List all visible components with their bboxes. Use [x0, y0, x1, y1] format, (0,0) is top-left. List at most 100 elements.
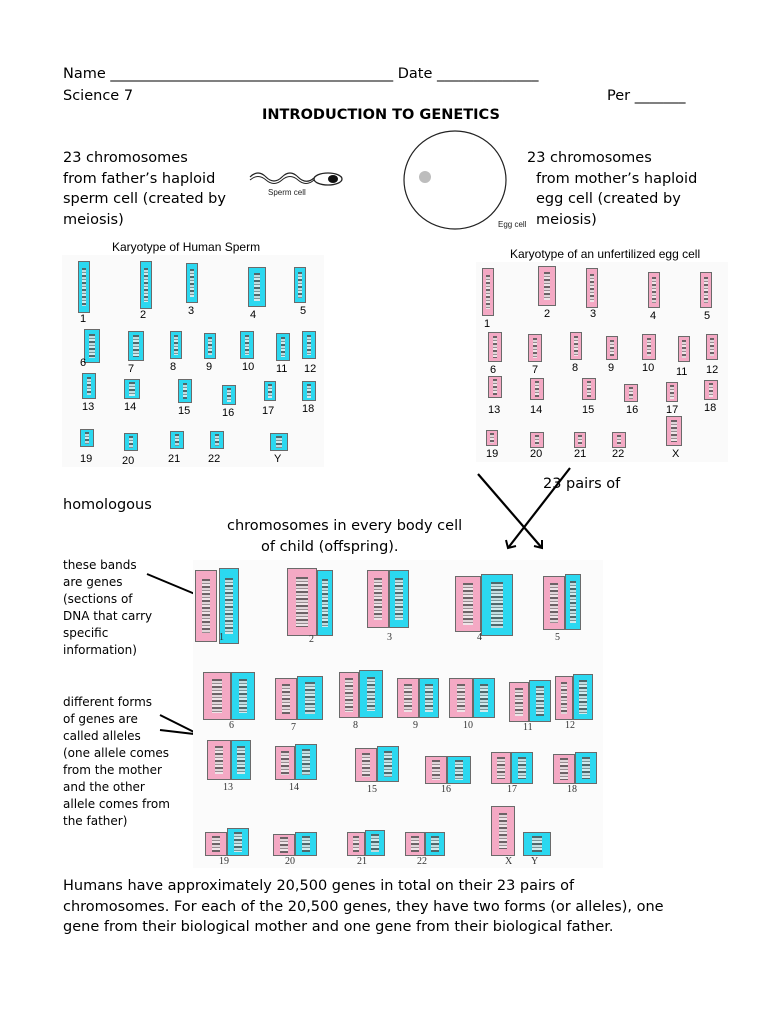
chromosome: [574, 432, 586, 448]
chromosome: [302, 381, 316, 401]
chromosome: [294, 267, 306, 303]
chromosome-paternal: [573, 674, 593, 720]
chromosome-maternal: [287, 568, 317, 636]
chromosome-paternal: [295, 744, 317, 780]
chromosome: [84, 329, 100, 363]
chromosome-label: 18: [302, 403, 315, 415]
chromosome-label: X: [672, 448, 680, 460]
text-line: different forms: [63, 695, 153, 709]
chromosome-paternal: [389, 570, 409, 628]
chromosome-label: 7: [128, 363, 135, 375]
chromosome: [704, 380, 718, 400]
chromosome-paternal: [297, 676, 323, 720]
chromosome: [706, 334, 718, 360]
pairs-text-part2: homologous: [63, 497, 152, 513]
chromosome-label: 15: [178, 405, 191, 417]
chromosome: [276, 333, 290, 361]
chromosome: [666, 382, 678, 402]
chromosome-label: Y: [274, 453, 282, 465]
chromosome-maternal: [543, 576, 565, 630]
chromosome-label: 13: [82, 401, 95, 413]
crossing-arrows-icon: [477, 467, 571, 550]
chromosome: [78, 261, 90, 313]
text-line: (one allele comes: [63, 746, 170, 760]
egg-cell-caption: Egg cell: [498, 220, 527, 229]
chromosome: [482, 268, 494, 316]
chromosome-maternal: [367, 570, 389, 628]
chromosome-label: 8: [572, 362, 579, 374]
chromosome-paternal: [481, 574, 513, 636]
chromosome-label: 2: [140, 309, 147, 321]
chromosome: [270, 433, 288, 451]
chromosome: [678, 336, 690, 362]
text-line: called alleles: [63, 729, 141, 743]
chromosome-y: [523, 832, 551, 856]
chromosome-paternal: [231, 672, 255, 720]
chromosome-label: 19: [486, 448, 499, 460]
text-line: are genes: [63, 575, 123, 589]
period-label: Per _______: [607, 88, 686, 104]
chromosome-label: 3: [188, 305, 195, 317]
chromosome-label: 11: [676, 366, 688, 378]
chromosome-x: [491, 806, 515, 856]
chromosome-label: 17: [666, 404, 679, 416]
text-line: 23 chromosomes: [527, 150, 652, 166]
chromosome: [666, 416, 682, 446]
chromosome: [248, 267, 266, 307]
pairs-text-part3: chromosomes in every body cell: [227, 518, 463, 534]
chromosome-label: 21: [357, 856, 367, 867]
text-line: from the mother: [63, 763, 162, 777]
chromosome-label: 17: [507, 784, 517, 795]
chromosome-label: 14: [124, 401, 137, 413]
chromosome-label: 9: [413, 720, 418, 731]
chromosome-label: 22: [417, 856, 427, 867]
text-line: (sections of: [63, 592, 133, 606]
chromosome: [124, 433, 138, 451]
chromosome: [570, 332, 582, 360]
chromosome: [612, 432, 626, 448]
chromosome-label: 6: [80, 357, 87, 369]
chromosome: [624, 384, 638, 402]
sperm-karyotype-title: Karyotype of Human Sperm: [112, 240, 261, 254]
chromosome-paternal: [419, 678, 439, 718]
text-line: meiosis): [536, 211, 597, 228]
chromosome-paternal: [511, 752, 533, 784]
chromosome-maternal: [405, 832, 425, 856]
chromosome-label: 4: [650, 310, 657, 322]
chromosome-label: 14: [530, 404, 543, 416]
chromosome-label: 22: [612, 448, 625, 460]
egg-karyotype-title: Karyotype of an unfertilized egg cell: [510, 247, 701, 261]
chromosome: [700, 272, 712, 308]
chromosome-label: 21: [168, 453, 181, 465]
chromosome: [140, 261, 152, 309]
text-line: the father): [63, 814, 128, 828]
text-line: of genes are: [63, 712, 138, 726]
chromosome-label: 16: [222, 407, 235, 419]
chromosome-label: 6: [229, 720, 234, 731]
chromosome-maternal: [355, 748, 377, 782]
class-label: Science 7: [63, 88, 134, 104]
chromosome: [586, 268, 598, 308]
chromosome-maternal: [449, 678, 473, 718]
text-line: meiosis): [63, 211, 124, 228]
sperm-karyotype: 1 2 3 4 5 6 7 8 9 10 11 12 13 14 15 16 1…: [62, 255, 324, 467]
chromosome-label: 17: [262, 405, 275, 417]
chromosome-maternal: [339, 672, 359, 718]
pointer-lines-icon: [159, 714, 195, 735]
chromosome-label: 2: [309, 634, 314, 645]
chromosome: [528, 334, 542, 362]
chromosome-maternal: [397, 678, 419, 718]
sperm-cell-illustration: [249, 172, 343, 186]
chromosome-label: 12: [304, 363, 317, 375]
chromosome-maternal: [275, 678, 297, 720]
chromosome-maternal: [491, 752, 511, 784]
chromosome-paternal: [473, 678, 495, 718]
text-line: sperm cell (created by: [63, 191, 226, 207]
chromosome: [222, 385, 236, 405]
chromosome-maternal: [555, 676, 573, 720]
chromosome-label: 16: [626, 404, 639, 416]
chromosome-label: 8: [170, 361, 177, 373]
chromosome-maternal: [275, 746, 295, 780]
chromosome: [648, 272, 660, 308]
chromosome: [582, 378, 596, 400]
